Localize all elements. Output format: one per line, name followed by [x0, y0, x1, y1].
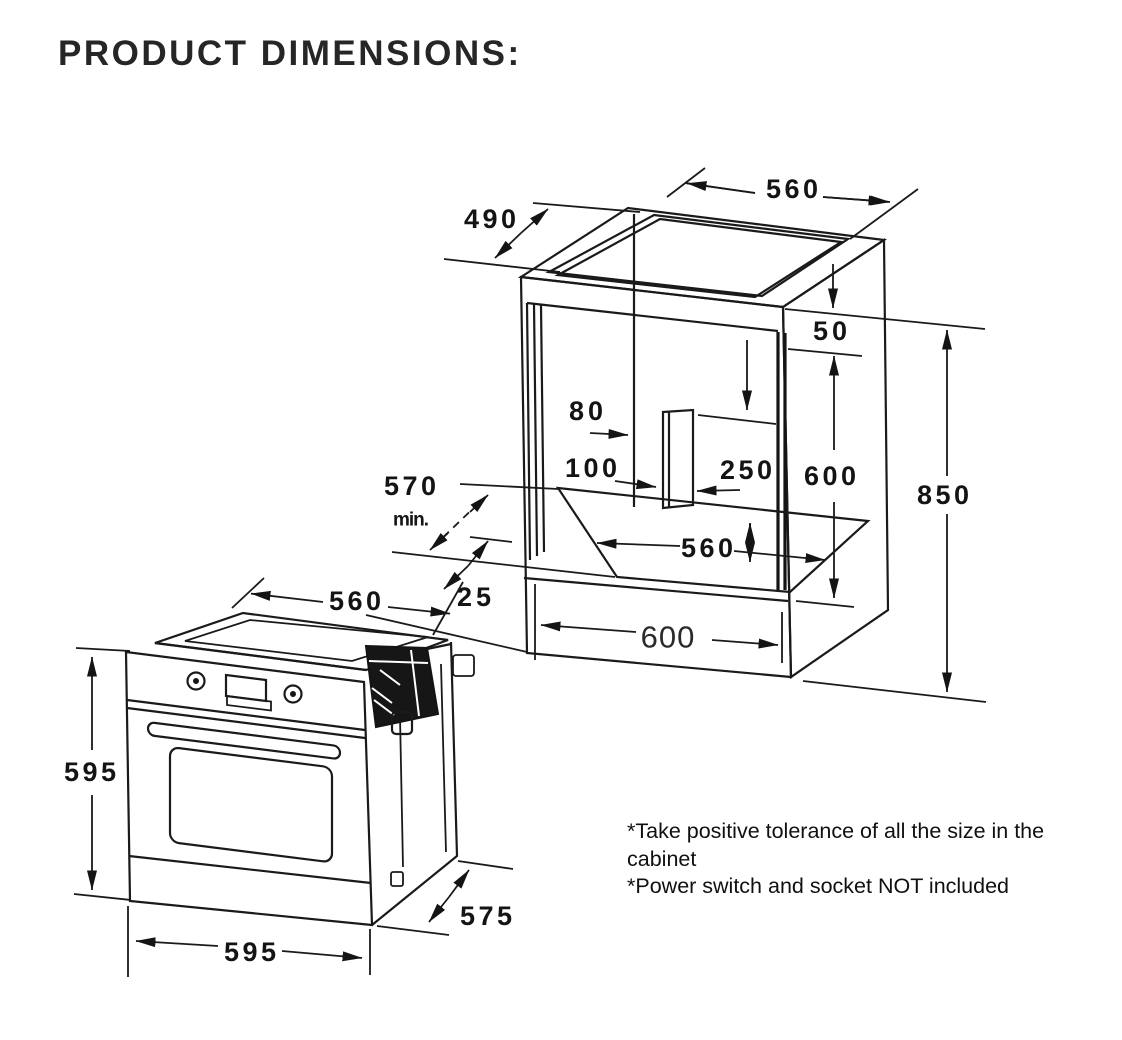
dim-cabinet-top-width-label: 560 [766, 174, 818, 204]
dim-595h-ticks [73, 647, 132, 901]
dim-top-depth-arrow-up [520, 208, 549, 234]
oven-top-face [154, 611, 449, 672]
ext-carcass-bottom [365, 614, 528, 653]
dim-575-arrow-up [448, 869, 470, 898]
oven-top-inset-panel [184, 619, 429, 662]
dim-top-width-arrow-left [686, 181, 756, 194]
note-power-switch: *Power switch and socket NOT included [627, 874, 1010, 899]
ext-floor-front [391, 551, 616, 578]
dim-top-depth-arrow-low [494, 232, 522, 259]
dim-25-arrow-low [443, 565, 469, 590]
oven-knob-right [283, 684, 303, 704]
dim-560-oven-left [250, 590, 324, 603]
dim-oven-width-label: 595 [224, 937, 276, 967]
oven-rear-housing [364, 644, 440, 729]
dim-front-lip-gap-label: 25 [457, 582, 491, 612]
oven-knob-right-center [290, 691, 296, 697]
dim-25-ext-tick [469, 536, 513, 543]
dim-575-ticks [376, 860, 514, 936]
dim-25-arrow-up [467, 540, 489, 567]
dim-850-baseline [802, 680, 987, 703]
dim-570-arrow-up [469, 494, 489, 513]
cabinet-interior-top-edge [526, 301, 779, 333]
note-tolerance: *Take positive tolerance of all the size… [627, 819, 1045, 871]
oven-display-lower [226, 694, 272, 712]
dim-560-floor-right [733, 550, 826, 564]
cabinet-dimensions [365, 167, 987, 703]
dim-595w-left [135, 937, 219, 948]
oven-foot-tab [390, 871, 404, 887]
oven-rear-housing-vent-line [410, 649, 420, 717]
dim-top-width-arrow-right [822, 195, 889, 206]
dim-560-oven-right [387, 606, 451, 617]
dim-600-front-left [540, 621, 637, 633]
dim-595w-ticks [127, 906, 371, 977]
dim-hole-width-label: 80 [569, 396, 603, 426]
dim-250-arrow [696, 485, 741, 496]
oven-dimensions [73, 577, 514, 977]
page-title: PRODUCT DIMENSIONS: [58, 34, 522, 73]
dim-600-front-right [711, 638, 779, 649]
dim-cabinet-overall-height-label: 850 [917, 480, 969, 510]
oven-knob-left [186, 671, 206, 691]
dim-cabinet-top-rail-label: 50 [813, 316, 847, 346]
dim-560-oven-ticks [231, 577, 464, 636]
oven-side-seams [399, 663, 447, 868]
cabinet-interior-right-wall [776, 332, 787, 590]
installation-notes: *Take positive tolerance of all the size… [627, 818, 1087, 901]
dim-oven-height-label: 595 [64, 757, 116, 787]
dim-600-front-ticks [534, 584, 783, 663]
oven-drawing [124, 611, 475, 927]
cable-hole-cutout [661, 408, 695, 510]
oven-base-band-line [128, 854, 372, 885]
dim-570-arrow-low [429, 532, 449, 551]
dim-80-arrow [589, 428, 629, 439]
dim-cabinet-cavity-width-label: 560 [681, 533, 733, 563]
dim-hole-offset-b-label: 250 [720, 455, 772, 485]
oven-knob-left-center [193, 678, 199, 684]
dim-595w-right [281, 950, 363, 962]
oven-rear-housing-hatch [371, 669, 401, 716]
oven-door-window [168, 746, 334, 863]
dim-top-depth-ext-lines [443, 202, 641, 273]
dim-oven-top-width-label: 560 [329, 586, 381, 616]
cabinet-drawing [517, 206, 890, 680]
cabinet-top-opening-rim-inner [554, 217, 845, 299]
dim-hole-offset-a-label: 100 [565, 453, 617, 483]
oven-mounting-bracket-top [452, 654, 475, 677]
cabinet-right-panel [781, 237, 890, 680]
dim-560-floor-left [596, 538, 681, 549]
dim-cabinet-top-depth-label: 490 [464, 204, 516, 234]
dim-600-bottom-tick [795, 600, 855, 608]
cabinet-front-rail-line [523, 576, 789, 603]
cabinet-top-opening-rim-outer [545, 213, 852, 298]
dim-50-ref-lower [787, 348, 863, 357]
cable-hole-ref-line [697, 414, 777, 425]
oven-side-panel [371, 641, 459, 926]
dim-cavity-depth-min-label: 570 [384, 471, 436, 501]
oven-sheared-details [146, 673, 342, 863]
dim-cabinet-front-width-label: 600 [641, 620, 696, 655]
oven-front-face [124, 650, 374, 927]
dim-50-ref-upper [784, 308, 986, 330]
ext-floor-back [459, 483, 559, 490]
dim-cavity-depth-min-unit-label: min. [393, 510, 429, 531]
dim-oven-depth-label: 575 [460, 901, 512, 931]
oven-mounting-tab [390, 710, 414, 736]
dim-100-arrow [614, 479, 657, 490]
dim-top-width-ext-ticks [666, 167, 919, 240]
dimension-labels: 560 490 50 600 850 80 100 250 560 600 57… [64, 174, 969, 967]
dim-575-arrow-low [428, 896, 450, 923]
cabinet-interior-left-wall [525, 302, 546, 561]
oven-control-band-lines [126, 698, 366, 740]
oven-rear-housing-top-line [368, 660, 429, 664]
dim-cabinet-cavity-height-label: 600 [804, 461, 856, 491]
oven-door-handle [146, 721, 342, 760]
